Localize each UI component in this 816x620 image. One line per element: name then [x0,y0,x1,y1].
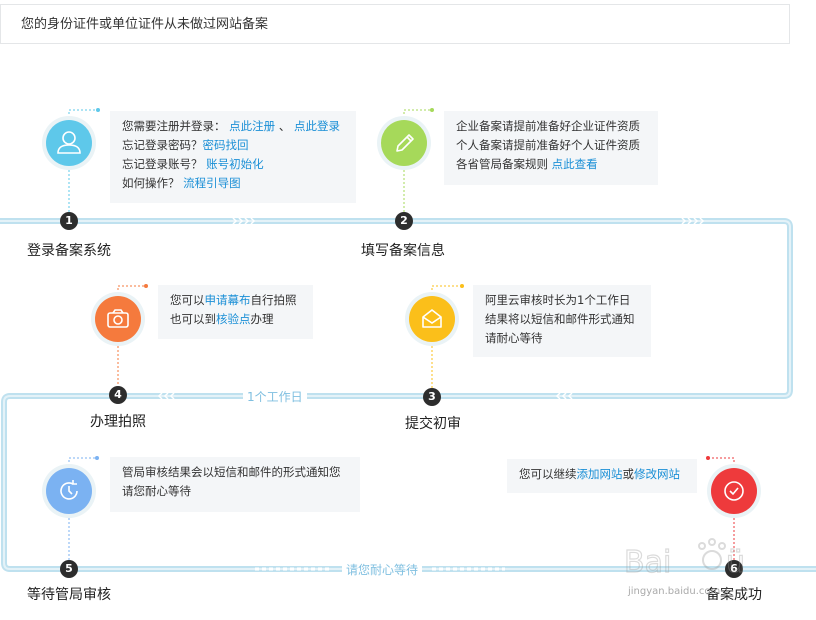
step-1-line-4: 如何操作？ 流程引导图 [122,176,241,190]
step-1-line-2: 忘记登录密码？密码找回 [122,138,249,152]
step-4-info-box: 您可以申请幕布自行拍照 也可以到核验点办理 [158,285,313,339]
flow-guide-link[interactable]: 流程引导图 [183,176,241,190]
step-5-circle [46,468,92,514]
step-3-line-3: 请耐心等待 [485,331,543,345]
step-4-title: 办理拍照 [90,414,146,430]
step-3-title: 提交初审 [405,416,461,432]
clock-icon [60,480,78,500]
step-6-info-box: 您可以继续添加网站或修改网站 [507,459,697,493]
step-3-line-2: 结果将以短信和邮件形式通知 [485,312,635,326]
step-6-title: 备案成功 [706,587,762,603]
step-4-line-1: 您可以申请幕布自行拍照 [170,293,297,307]
step-5-line-1: 管局审核结果会以短信和邮件的形式通知您 [122,465,341,479]
province-rules-link[interactable]: 点此查看 [551,157,598,171]
register-link[interactable]: 点此注册 [229,119,276,133]
step-4-number: 4 [109,386,127,404]
step-6-line-1: 您可以继续添加网站或修改网站 [519,467,680,481]
step-2-line-3: 各省管局备案规则 点此查看 [456,157,598,171]
step-6-number: 6 [725,560,743,578]
track-label-one-day: 1个工作日 [243,388,307,405]
svg-text:Bai: Bai [624,545,671,580]
step-2-circle [381,120,427,166]
step-3-circle [409,296,455,342]
step-5-line-2: 请您耐心等待 [122,484,191,498]
step-4-line-2: 也可以到核验点办理 [170,312,274,326]
camera-icon [107,309,129,328]
step-6-circle [711,468,757,514]
step-2-line-1: 企业备案请提前准备好企业证件资质 [456,119,640,133]
step-5-title: 等待管局审核 [27,587,111,603]
track-label-wait: 请您耐心等待 [342,561,423,578]
step-2-line-2: 个人备案请提前准备好个人证件资质 [456,138,640,152]
step-3-number: 3 [423,388,441,406]
modify-site-link[interactable]: 修改网站 [634,467,680,481]
step-1-number: 1 [60,212,78,230]
pencil-icon [396,134,414,152]
step-3-line-1: 阿里云审核时长为1个工作日 [485,293,631,307]
notice-banner: 您的身份证件或单位证件从未做过网站备案 [0,4,790,44]
step-5-info-box: 管局审核结果会以短信和邮件的形式通知您 请您耐心等待 [110,457,360,512]
notice-text: 您的身份证件或单位证件从未做过网站备案 [21,17,269,32]
step-1-line-3: 忘记登录账号？ 账号初始化 [122,157,264,171]
password-recovery-link[interactable]: 密码找回 [202,138,249,152]
step-3-info-box: 阿里云审核时长为1个工作日 结果将以短信和邮件形式通知 请耐心等待 [473,285,651,357]
envelope-icon [422,309,442,328]
step-2-title: 填写备案信息 [361,243,445,259]
account-init-link[interactable]: 账号初始化 [206,157,264,171]
watermark-text: jingyan.baidu.com [628,586,721,597]
step-2-info-box: 企业备案请提前准备好企业证件资质 个人备案请提前准备好个人证件资质 各省管局备案… [444,111,658,185]
step-2-number: 2 [395,212,413,230]
check-icon [724,481,744,501]
svg-text:ü: ü [726,545,745,580]
step-1-line-1: 您需要注册并登录： 点此注册 、 点此登录 [122,119,340,133]
verification-point-link[interactable]: 核验点 [216,312,251,326]
step-1-circle [46,120,92,166]
baidu-watermark-logo: Bai ü [623,538,746,581]
user-icon [57,131,81,154]
step-4-circle [95,296,141,342]
login-link[interactable]: 点此登录 [293,119,340,133]
step-1-info-box: 您需要注册并登录： 点此注册 、 点此登录 忘记登录密码？密码找回 忘记登录账号… [110,111,356,203]
step-5-number: 5 [60,560,78,578]
add-site-link[interactable]: 添加网站 [576,467,623,481]
apply-backdrop-link[interactable]: 申请幕布 [204,293,251,307]
step-1-title: 登录备案系统 [27,243,111,259]
